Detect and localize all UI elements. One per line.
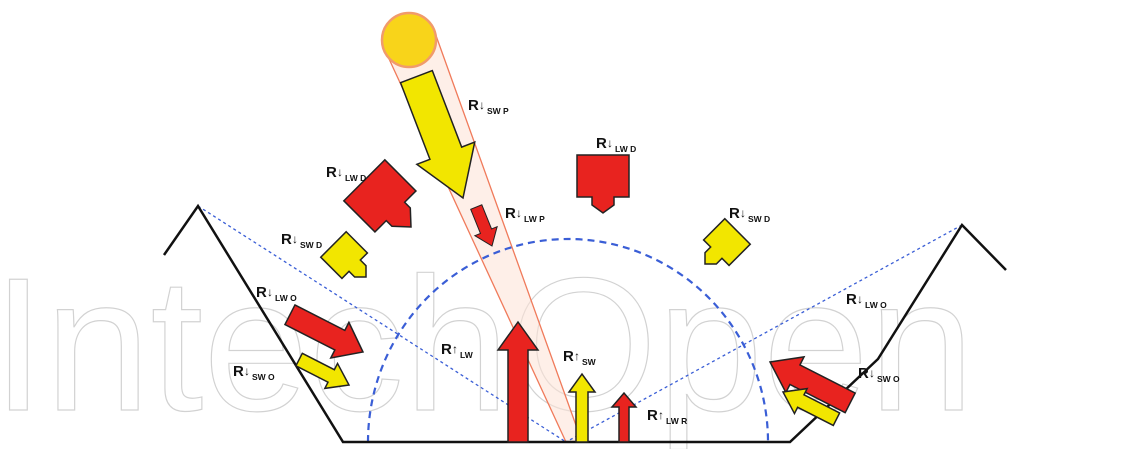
sw-direct-arrow	[399, 69, 476, 200]
svg-text:R: R	[233, 363, 244, 380]
svg-text:SW: SW	[582, 357, 597, 367]
svg-text:LW O: LW O	[275, 293, 297, 303]
valley-terrain	[162, 203, 1007, 444]
swd-arrow-right	[702, 217, 752, 267]
svg-text:SW D: SW D	[300, 240, 322, 250]
swd-arrow-left	[319, 230, 369, 280]
label-lwd-down-top-right: R ↓ LW D	[596, 135, 636, 154]
svg-text:SW O: SW O	[877, 374, 900, 384]
lw-up-arrow	[496, 320, 540, 443]
svg-text:↓: ↓	[244, 364, 250, 378]
lwd-arrow-top-left	[342, 158, 418, 234]
svg-text:R: R	[647, 407, 658, 424]
lwo-arrow-right	[768, 355, 857, 414]
swo-arrow-right	[781, 387, 841, 427]
sun-icon	[380, 11, 438, 69]
svg-text:R: R	[281, 231, 292, 248]
label-lwr-up: R ↑ LW R	[647, 407, 687, 426]
swo-arrow-left	[294, 352, 351, 390]
svg-text:R: R	[505, 205, 516, 222]
svg-text:R: R	[563, 348, 574, 365]
svg-text:LW O: LW O	[865, 300, 887, 310]
label-swo-down-right: R ↓ SW O	[858, 365, 900, 384]
svg-text:R: R	[468, 97, 479, 114]
svg-text:↑: ↑	[452, 342, 458, 356]
lwd-arrow-top-right	[576, 154, 630, 214]
svg-text:SW D: SW D	[748, 214, 770, 224]
svg-text:↓: ↓	[267, 285, 273, 299]
label-swp-down: R ↓ SW P	[468, 97, 509, 116]
label-lwd-down-top-left: R ↓ LW D	[326, 164, 366, 183]
svg-text:LW P: LW P	[524, 214, 545, 224]
svg-text:↑: ↑	[574, 349, 580, 363]
lwr-up-arrow	[610, 391, 638, 443]
svg-text:LW D: LW D	[345, 173, 366, 183]
svg-text:↓: ↓	[292, 232, 298, 246]
sky-hemisphere	[366, 237, 770, 443]
svg-text:↓: ↓	[479, 98, 485, 112]
svg-text:↓: ↓	[516, 206, 522, 220]
label-lw-up: R ↑ LW	[441, 341, 474, 360]
svg-text:LW: LW	[460, 350, 474, 360]
svg-text:↑: ↑	[658, 408, 664, 422]
svg-text:SW P: SW P	[487, 106, 509, 116]
svg-text:LW D: LW D	[615, 144, 636, 154]
label-lwo-down-right: R ↓ LW O	[846, 291, 887, 310]
label-swo-down-left: R ↓ SW O	[233, 363, 275, 382]
svg-text:R: R	[846, 291, 857, 308]
label-swd-down-left: R ↓ SW D	[281, 231, 322, 250]
svg-text:R: R	[256, 284, 267, 301]
horizon-lines	[197, 205, 963, 443]
sw-up-arrow	[567, 372, 597, 443]
svg-text:SW O: SW O	[252, 372, 275, 382]
label-swd-down-right: R ↓ SW D	[729, 205, 770, 224]
svg-text:↓: ↓	[337, 165, 343, 179]
svg-text:↓: ↓	[869, 366, 875, 380]
svg-text:↓: ↓	[607, 136, 613, 150]
svg-text:LW R: LW R	[666, 416, 687, 426]
svg-text:R: R	[441, 341, 452, 358]
lw-direct-arrow	[470, 204, 498, 247]
svg-text:↓: ↓	[740, 206, 746, 220]
label-lwp-down: R ↓ LW P	[505, 205, 545, 224]
svg-text:R: R	[326, 164, 337, 181]
svg-text:R: R	[858, 365, 869, 382]
label-sw-up: R ↑ SW	[563, 348, 597, 367]
label-lwo-down-left: R ↓ LW O	[256, 284, 297, 303]
svg-text:R: R	[596, 135, 607, 152]
svg-text:R: R	[729, 205, 740, 222]
lwo-arrow-left	[283, 303, 365, 360]
svg-text:↓: ↓	[857, 292, 863, 306]
